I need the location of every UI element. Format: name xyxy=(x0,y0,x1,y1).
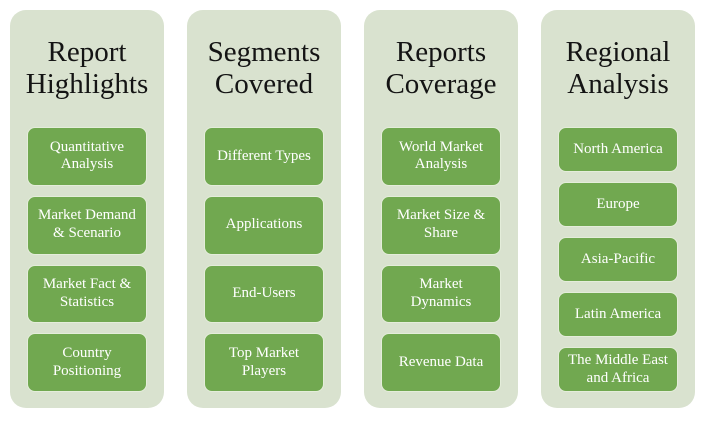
item-label: End-Users xyxy=(232,285,296,302)
item-label: Market Size & Share xyxy=(396,207,486,242)
item-label: North America xyxy=(573,140,663,157)
item-box: Asia-Pacific xyxy=(558,237,678,282)
column-items: Different Types Applications End-Users T… xyxy=(204,127,324,392)
item-label: Different Types xyxy=(217,147,311,164)
item-label: Market Fact & Statistics xyxy=(42,276,132,310)
item-label: Asia-Pacific xyxy=(580,250,656,267)
item-label: Europe xyxy=(596,195,640,212)
item-box: Country Positioning xyxy=(27,333,147,392)
item-label: Country Positioning xyxy=(52,344,122,379)
item-box: North America xyxy=(558,127,678,172)
item-box: Top Market Players xyxy=(204,333,324,392)
item-label: Market Demand & Scenario xyxy=(38,207,136,242)
column-items: Quantitative Analysis Market Demand & Sc… xyxy=(27,127,147,392)
column-items: North America Europe Asia-Pacific Latin … xyxy=(558,127,678,392)
item-box: Different Types xyxy=(204,127,324,186)
item-label: The Middle East and Africa xyxy=(568,351,668,386)
item-box: Revenue Data xyxy=(381,333,501,392)
item-box: Europe xyxy=(558,182,678,227)
item-box: Applications xyxy=(204,195,324,255)
column-title: Report Highlights xyxy=(25,35,149,100)
column-panel-1: Report Highlights Quantitative Analysis … xyxy=(10,10,164,408)
column-panel-4: Regional Analysis North America Europe A… xyxy=(541,10,695,408)
item-box: Market Dynamics xyxy=(381,264,501,324)
item-label: Quantitative Analysis xyxy=(49,138,125,173)
column-panel-2: Segments Covered Different Types Applica… xyxy=(187,10,341,408)
column-panel-3: Reports Coverage World Market Analysis M… xyxy=(364,10,518,408)
item-box: End-Users xyxy=(204,264,324,324)
column-title: Regional Analysis xyxy=(565,35,671,100)
item-label: Applications xyxy=(225,216,303,233)
column-items: World Market Analysis Market Size & Shar… xyxy=(381,127,501,392)
column-title: Segments Covered xyxy=(207,35,321,100)
item-box: Quantitative Analysis xyxy=(27,127,147,186)
column-title: Reports Coverage xyxy=(385,35,497,100)
item-box: Market Fact & Statistics xyxy=(27,264,147,324)
item-box: Market Demand & Scenario xyxy=(27,195,147,255)
item-box: World Market Analysis xyxy=(381,127,501,186)
item-label: World Market Analysis xyxy=(398,138,484,173)
item-label: Latin America xyxy=(574,305,662,322)
item-label: Revenue Data xyxy=(398,353,484,370)
item-label: Market Dynamics xyxy=(410,276,472,310)
item-label: Top Market Players xyxy=(228,344,300,379)
item-box: Market Size & Share xyxy=(381,195,501,255)
item-box: Latin America xyxy=(558,292,678,337)
item-box: The Middle East and Africa xyxy=(558,347,678,392)
